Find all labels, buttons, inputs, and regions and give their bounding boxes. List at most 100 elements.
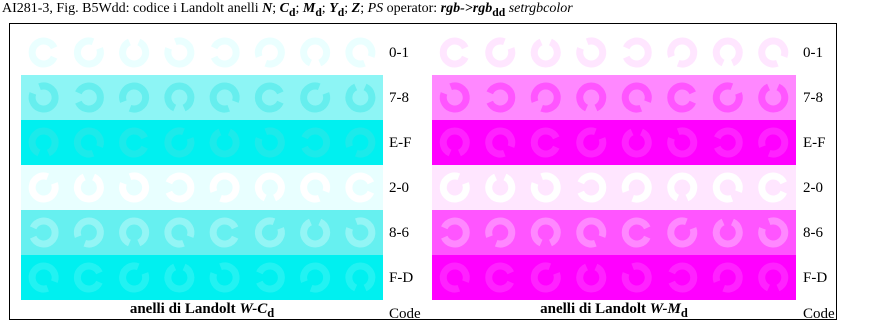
landolt-ring-icon bbox=[209, 262, 240, 293]
landolt-ring-icon bbox=[576, 37, 607, 68]
landolt-ring-icon bbox=[254, 172, 285, 202]
landolt-ring-icon bbox=[712, 218, 743, 248]
cyan-ring-grid bbox=[21, 30, 383, 300]
landolt-ring-icon bbox=[300, 172, 331, 203]
landolt-ring-icon bbox=[621, 128, 652, 158]
landolt-ring-icon bbox=[119, 82, 150, 113]
landolt-ring-icon bbox=[345, 172, 375, 203]
ring-row-bg bbox=[432, 120, 796, 165]
code-label-right-0: 0-1 bbox=[803, 45, 823, 61]
landolt-ring-icon bbox=[758, 37, 789, 68]
code-label-right-4: 8-6 bbox=[803, 225, 823, 241]
landolt-ring-icon bbox=[165, 172, 195, 203]
landolt-ring-icon bbox=[301, 127, 331, 158]
landolt-ring-icon bbox=[667, 82, 696, 113]
figure-frame bbox=[9, 23, 837, 320]
landolt-ring-icon bbox=[300, 262, 331, 293]
landolt-ring-icon bbox=[119, 38, 150, 68]
code-label-left-2: E-F bbox=[389, 135, 412, 151]
landolt-ring-icon bbox=[345, 83, 376, 113]
ring-row-bg bbox=[432, 210, 796, 255]
landolt-ring-icon bbox=[73, 262, 103, 293]
code-label-left-5: F-D bbox=[389, 270, 414, 286]
landolt-ring-icon bbox=[758, 83, 789, 113]
landolt-ring-icon bbox=[621, 262, 652, 293]
landolt-ring-icon bbox=[530, 262, 561, 293]
landolt-ring-icon bbox=[345, 217, 376, 248]
landolt-ring-icon bbox=[576, 263, 607, 293]
code-label-right-3: 2-0 bbox=[803, 180, 823, 196]
landolt-ring-icon bbox=[254, 37, 285, 68]
landolt-ring-icon bbox=[345, 37, 376, 68]
landolt-ring-icon bbox=[485, 217, 516, 248]
landolt-ring-icon bbox=[300, 218, 331, 248]
landolt-ring-icon bbox=[119, 262, 150, 293]
ring-row-bg bbox=[21, 210, 383, 255]
landolt-ring-icon bbox=[530, 82, 561, 113]
landolt-ring-icon bbox=[667, 37, 698, 68]
code-label-left-3: 2-0 bbox=[389, 180, 409, 196]
landolt-ring-icon bbox=[667, 217, 698, 248]
landolt-ring-icon bbox=[164, 127, 195, 158]
landolt-ring-icon bbox=[758, 127, 789, 158]
landolt-ring-icon bbox=[345, 127, 376, 158]
landolt-ring-icon bbox=[209, 217, 239, 248]
landolt-ring-icon bbox=[119, 127, 148, 158]
magenta-ring-panel bbox=[432, 30, 796, 300]
landolt-ring-icon bbox=[712, 82, 743, 113]
code-label-right-2: E-F bbox=[803, 135, 826, 151]
landolt-ring-icon bbox=[441, 217, 470, 248]
code-label-right-1: 7-8 bbox=[803, 90, 823, 106]
cyan-ring-panel bbox=[21, 30, 383, 300]
landolt-ring-icon bbox=[530, 127, 560, 158]
ring-row-bg bbox=[432, 30, 796, 75]
magenta-ring-grid bbox=[432, 30, 796, 300]
caption-magenta: anelli di Landolt W-Md bbox=[540, 301, 688, 320]
landolt-ring-icon bbox=[75, 82, 104, 113]
landolt-ring-icon bbox=[577, 172, 607, 203]
landolt-ring-icon bbox=[29, 217, 59, 248]
ring-row-bg bbox=[21, 120, 383, 165]
landolt-ring-icon bbox=[439, 172, 470, 203]
landolt-ring-icon bbox=[73, 127, 104, 158]
landolt-ring-icon bbox=[73, 37, 104, 68]
ring-row-bg bbox=[21, 165, 383, 210]
landolt-ring-icon bbox=[209, 172, 240, 203]
landolt-ring-icon bbox=[530, 38, 561, 68]
landolt-ring-icon bbox=[486, 82, 516, 113]
code-label-left-1: 7-8 bbox=[389, 90, 409, 106]
landolt-ring-icon bbox=[576, 217, 607, 248]
code-footer-left: Code bbox=[389, 306, 421, 322]
landolt-ring-icon bbox=[712, 262, 743, 293]
landolt-ring-icon bbox=[210, 37, 240, 68]
ring-row-bg bbox=[21, 255, 383, 300]
landolt-ring-icon bbox=[164, 217, 195, 248]
landolt-ring-icon bbox=[668, 262, 698, 293]
caption-cyan: anelli di Landolt W-Cd bbox=[129, 301, 275, 320]
landolt-ring-icon bbox=[209, 128, 240, 158]
landolt-ring-icon bbox=[28, 127, 59, 157]
ring-row-bg bbox=[21, 30, 383, 75]
landolt-ring-icon bbox=[712, 172, 743, 203]
landolt-ring-icon bbox=[345, 262, 376, 292]
landolt-ring-icon bbox=[119, 172, 150, 203]
landolt-ring-icon bbox=[254, 127, 285, 158]
landolt-ring-icon bbox=[530, 217, 561, 247]
landolt-ring-icon bbox=[28, 262, 59, 293]
landolt-ring-icon bbox=[28, 82, 59, 113]
landolt-ring-icon bbox=[256, 262, 285, 293]
landolt-ring-icon bbox=[119, 217, 150, 247]
ring-row-bg bbox=[21, 75, 383, 120]
landolt-ring-icon bbox=[667, 172, 698, 202]
landolt-ring-icon bbox=[439, 127, 470, 157]
landolt-ring-icon bbox=[254, 217, 285, 248]
landolt-ring-icon bbox=[164, 37, 195, 68]
landolt-ring-icon bbox=[300, 37, 331, 67]
landolt-ring-icon bbox=[485, 127, 516, 158]
landolt-ring-icon bbox=[621, 82, 652, 113]
landolt-ring-icon bbox=[485, 262, 514, 293]
landolt-ring-icon bbox=[758, 217, 789, 248]
landolt-ring-icon bbox=[439, 262, 470, 293]
landolt-ring-icon bbox=[28, 37, 58, 68]
landolt-ring-icon bbox=[254, 82, 284, 113]
